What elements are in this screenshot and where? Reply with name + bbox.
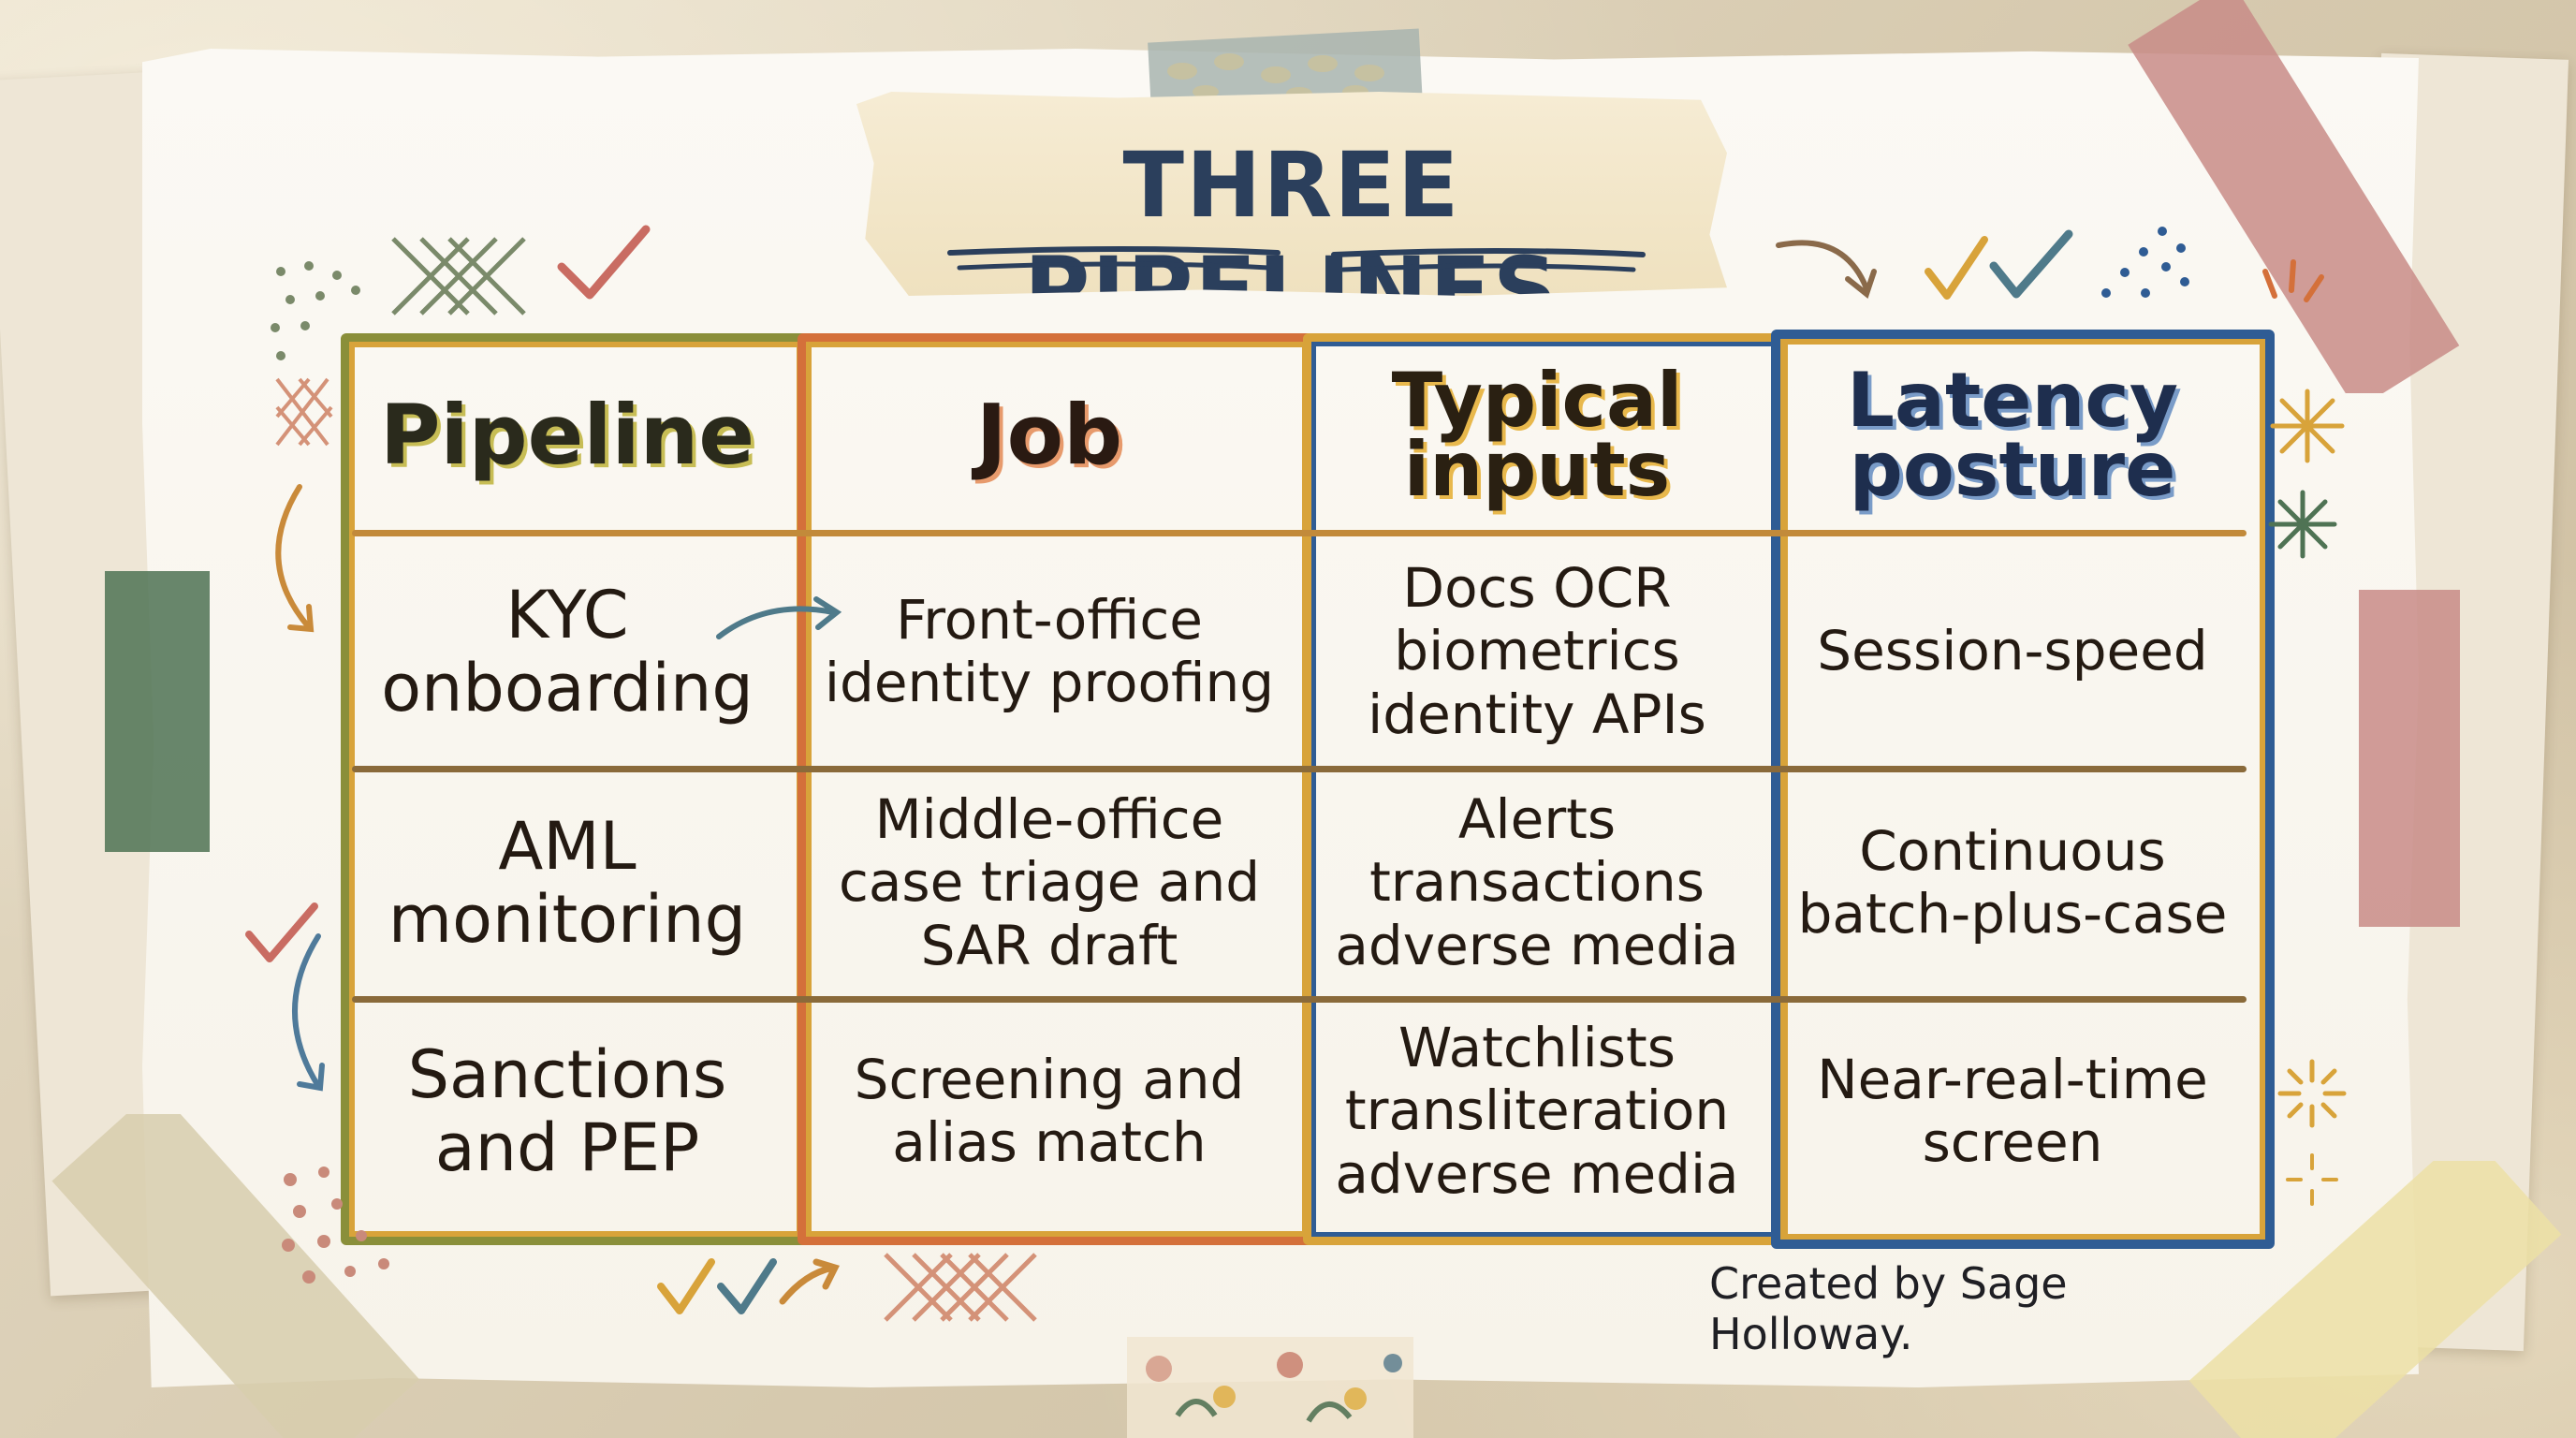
arrow-icon [716, 596, 842, 639]
header-typical-inputs: Typical inputs [1391, 357, 1683, 513]
crosshatch-icon [391, 237, 526, 315]
cell-inputs-kyc: Docs OCR biometrics identity APIs [1368, 556, 1706, 746]
inputs-column [1303, 333, 1788, 1245]
sparkle-icon [2270, 389, 2345, 463]
arrow-icon [275, 484, 315, 633]
cell-pipeline-aml: AML monitoring [388, 807, 747, 958]
washi-tape-icon [2359, 590, 2460, 927]
cell-inputs-aml: Alerts transactions adverse media [1335, 787, 1739, 977]
header-latency-posture: Latency posture [1847, 357, 2178, 513]
row-divider [352, 996, 2247, 1003]
check-mark-icon [1925, 229, 2073, 300]
sparkle-icon [2286, 1153, 2338, 1206]
sparkle-icon [2268, 490, 2337, 559]
check-mark-icon [657, 1258, 840, 1314]
row-divider [352, 766, 2247, 772]
washi-tape-icon [1127, 1337, 1413, 1438]
dots-icon [282, 1167, 389, 1284]
job-column [798, 333, 1316, 1245]
cell-latency-kyc: Session-speed [1817, 619, 2208, 683]
washi-tape-icon [2188, 1161, 2562, 1438]
dots-icon [271, 261, 360, 360]
sparkle-icon [2262, 259, 2324, 302]
washi-tape-icon [105, 571, 210, 852]
check-mark-icon [245, 902, 318, 962]
header-pipeline: Pipeline [380, 386, 754, 483]
cell-latency-aml: Continuous batch-plus-case [1797, 818, 2228, 946]
crosshatch-icon [884, 1253, 1037, 1322]
sparkle-icon [2277, 1059, 2347, 1128]
washi-tape-icon [51, 1114, 419, 1438]
credit-text: Created by Sage Holloway. [1709, 1258, 2068, 1359]
dots-icon [2101, 227, 2189, 298]
check-mark-icon [557, 225, 651, 300]
cell-pipeline-sanctions: Sanctions and PEP [407, 1035, 727, 1186]
arrow-icon [1776, 240, 1877, 300]
header-divider [352, 530, 2247, 536]
cell-pipeline-kyc: KYC onboarding [381, 576, 754, 726]
washi-tape-icon [2128, 0, 2460, 393]
pipeline-column [341, 333, 811, 1245]
title-underline [947, 246, 1646, 272]
cell-job-aml: Middle-office case triage and SAR draft [838, 787, 1261, 977]
cell-latency-sanctions: Near-real-time screen [1817, 1047, 2208, 1174]
cell-job-kyc: Front-office identity proofing [824, 587, 1275, 714]
latency-column [1771, 330, 2275, 1249]
cell-job-sanctions: Screening and alias match [854, 1047, 1245, 1174]
header-job: Job [975, 386, 1123, 483]
title-card: THREE PIPELINES [856, 92, 1727, 296]
cell-inputs-sanctions: Watchlists transliteration adverse media [1335, 1016, 1739, 1206]
arrow-icon [292, 933, 325, 1092]
crosshatch-icon [275, 377, 333, 447]
